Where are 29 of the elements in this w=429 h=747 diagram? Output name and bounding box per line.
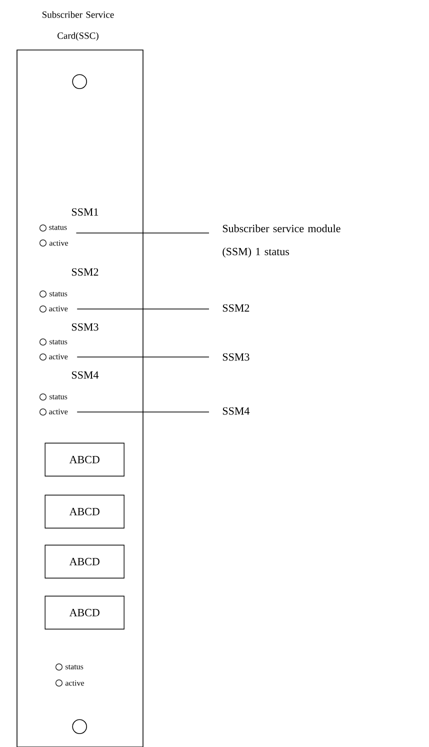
leader-line bbox=[76, 356, 210, 358]
led-label: status bbox=[50, 292, 68, 296]
leader-line bbox=[76, 308, 210, 310]
led-label: active bbox=[49, 408, 68, 414]
led-label: status bbox=[66, 664, 84, 670]
callout-text: SSM2 bbox=[222, 304, 250, 312]
label-box: ABCD bbox=[44, 596, 124, 630]
module-label: SSM3 bbox=[72, 323, 98, 331]
callout-text: SSM4 bbox=[222, 407, 250, 415]
callout-text: Subscriber service module (SSM) 1 status bbox=[222, 224, 340, 258]
leader-line bbox=[76, 232, 210, 234]
label-box: ABCD bbox=[44, 442, 124, 476]
callout-text: SSM3 bbox=[222, 353, 250, 361]
module-label: SSM2 bbox=[72, 268, 98, 276]
module-label: SSM4 bbox=[72, 371, 99, 379]
label-box: ABCD bbox=[44, 544, 124, 578]
led-label: active bbox=[49, 240, 68, 246]
led-label: status bbox=[49, 225, 67, 230]
led-label: active bbox=[49, 306, 68, 312]
card bbox=[16, 50, 144, 747]
module-label: SSM1 bbox=[72, 208, 98, 216]
card-title: Subscriber Service Card(SSC) bbox=[42, 11, 114, 41]
led-label: status bbox=[50, 340, 68, 344]
hole bbox=[72, 719, 87, 734]
led-label: status bbox=[50, 394, 68, 400]
led-label: active bbox=[49, 354, 68, 360]
hole bbox=[72, 74, 87, 89]
led-label: active bbox=[65, 680, 84, 686]
label-box: ABCD bbox=[44, 494, 124, 528]
